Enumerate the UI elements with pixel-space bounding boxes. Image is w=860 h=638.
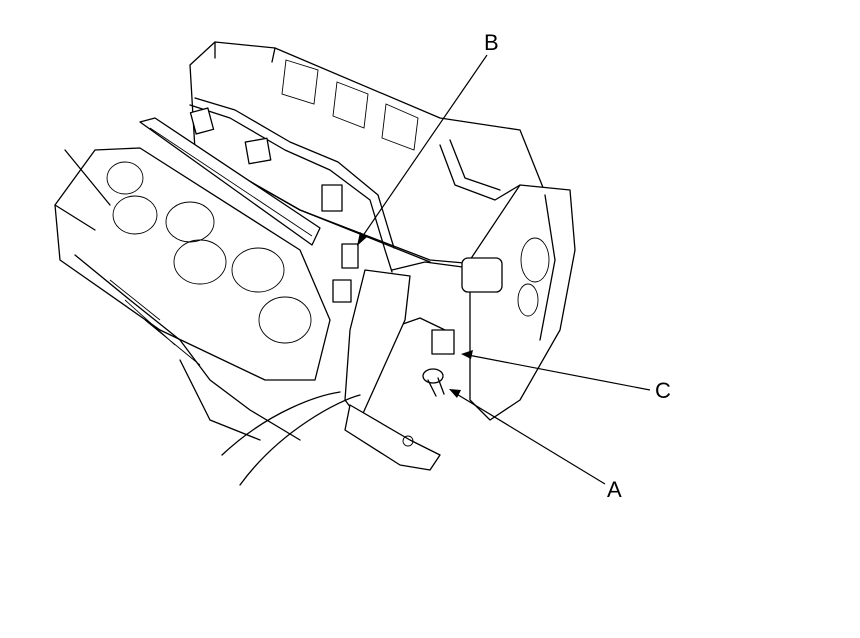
leader-a [449, 389, 606, 485]
fuel-rail [139, 117, 321, 246]
leader-c [461, 350, 651, 391]
callout-a-label: A [607, 477, 622, 502]
intake-manifold [54, 147, 331, 381]
callout-b-label: B [484, 30, 499, 55]
harness-connectors [189, 107, 503, 355]
wire-harness [189, 97, 521, 331]
leader-b [357, 54, 488, 246]
engine-block [74, 254, 301, 441]
harness-bracket [344, 269, 441, 471]
harness-sweep [221, 391, 361, 486]
callout-c-label: C [655, 378, 671, 403]
cylinder-head-cover [189, 41, 549, 271]
mounting-bolt [422, 368, 445, 397]
